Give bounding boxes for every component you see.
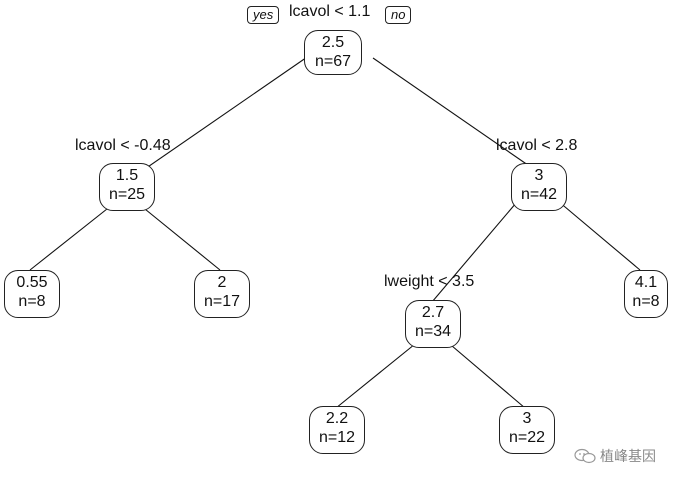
edge-n1-n2	[125, 52, 314, 183]
edge-n2-n4	[29, 204, 113, 271]
node-value: 2.5	[321, 34, 345, 51]
node-value: 2.2	[325, 410, 349, 427]
node-value: 2	[217, 274, 227, 291]
split-label-lcavol-neg048: lcavol < -0.48	[75, 137, 171, 154]
tree-leaf-9: 3 n=22	[499, 406, 555, 454]
node-value: 2.7	[421, 304, 445, 321]
edge-n1-n3	[372, 57, 539, 173]
node-count: n=12	[318, 429, 356, 446]
tree-node-3: 3 n=42	[511, 163, 567, 211]
watermark-text: 植峰基因	[600, 448, 656, 464]
node-count: n=42	[520, 186, 558, 203]
no-branch-tag: no	[385, 6, 412, 24]
node-count: n=67	[314, 53, 352, 70]
edge-n6-n9	[444, 339, 526, 409]
tree-node-2: 1.5 n=25	[99, 163, 155, 211]
edge-n3-n7	[551, 195, 641, 271]
root-split-label: lcavol < 1.1	[289, 3, 371, 20]
node-value: 3	[534, 167, 544, 184]
wechat-icon	[574, 448, 596, 464]
node-count: n=22	[508, 429, 546, 446]
edge-n2-n5	[139, 204, 221, 271]
node-count: n=17	[203, 293, 241, 310]
node-count: n=25	[108, 186, 146, 203]
tree-leaf-8: 2.2 n=12	[309, 406, 365, 454]
tree-leaf-4: 0.55 n=8	[4, 270, 60, 318]
edge-n3-n6	[431, 195, 523, 303]
watermark: 植峰基因	[574, 447, 656, 465]
yes-branch-tag: yes	[247, 6, 280, 24]
node-value: 3	[522, 410, 532, 427]
split-label-lweight-35: lweight < 3.5	[384, 273, 475, 290]
tree-node-6: 2.7 n=34	[405, 300, 461, 348]
node-value: 1.5	[115, 167, 139, 184]
edge-n6-n8	[335, 339, 421, 409]
node-count: n=34	[414, 323, 452, 340]
node-value: 0.55	[16, 274, 48, 291]
tree-leaf-7: 4.1 n=8	[624, 270, 668, 318]
tree-leaf-5: 2 n=17	[194, 270, 250, 318]
node-count: n=8	[632, 293, 660, 310]
tree-node-root: 2.5 n=67	[304, 30, 362, 75]
node-count: n=8	[18, 293, 46, 310]
split-label-lcavol-28: lcavol < 2.8	[496, 137, 578, 154]
node-value: 4.1	[634, 274, 658, 291]
